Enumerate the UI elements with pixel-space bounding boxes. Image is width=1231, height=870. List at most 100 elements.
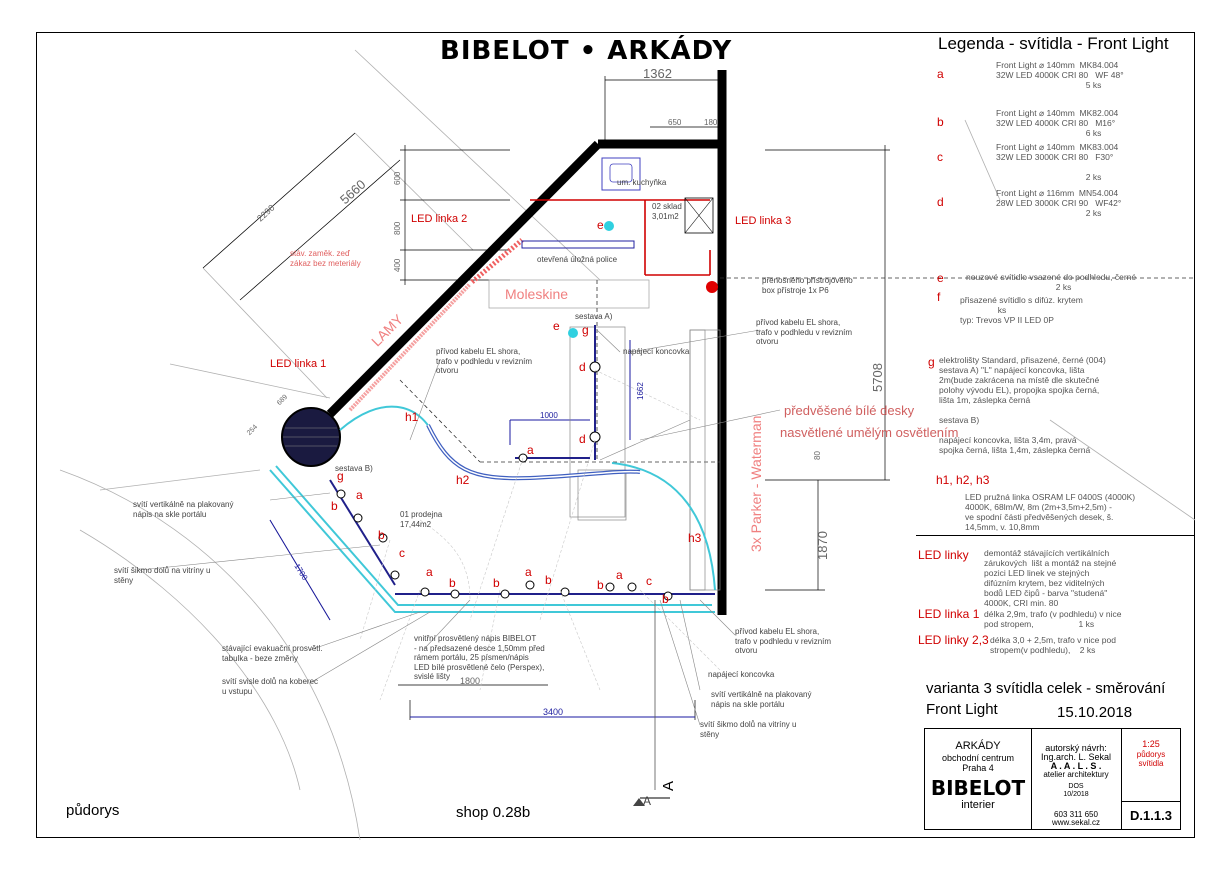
tb-arkady: ARKÁDY (955, 740, 1001, 752)
legend-text-a: Front Light ⌀ 140mm MK84.004 32W LED 400… (996, 60, 1124, 90)
tb-scale: 1:25 (1142, 739, 1160, 749)
plan-a-b3: a (616, 568, 623, 582)
legend-text-h: LED pružná linka OSRAM LF 0400S (4000K) … (965, 492, 1136, 532)
note-sviti-sikmo-2: svítí šikmo dolů na vitríny u stěny (700, 720, 797, 739)
legend-letter-g: g (928, 355, 935, 369)
section-a-marker-left: A (643, 794, 652, 808)
footer-shop: shop 0.28b (456, 804, 531, 821)
note-sviti-vert-1: svítí vertikálně na plakovaný nápis na s… (133, 500, 234, 519)
plan-a-b1: a (426, 565, 433, 579)
note-sestava-a: sestava A) (575, 312, 613, 321)
note-existing-wall: stáv. zaměk. zeď zákaz bez meteriály (290, 249, 361, 268)
tb-phase: DOS (1068, 783, 1084, 790)
note-sviti-svisle: svítí svisle dolů na koberec u vstupu (222, 677, 319, 696)
tb-studio: A . A . L . S . (1050, 761, 1102, 771)
drawing-frame (36, 32, 1195, 838)
moleskine-label: Moleskine (505, 286, 569, 302)
predvesene-desky-label: předvěšené bílé desky (784, 403, 915, 418)
plan-a-b2: a (525, 565, 532, 579)
legend-letter-f: f (937, 290, 941, 304)
plan-b-b3: b (545, 573, 552, 587)
variant-line1: varianta 3 svítidla celek - směrování (926, 680, 1166, 697)
title-block: ARKÁDY obchodní centrum Praha 4 BIBELOT … (924, 728, 1181, 830)
dim-1662: 1662 (636, 382, 645, 400)
note-napajeci-bottom: napájecí koncovka (708, 670, 775, 679)
plan-b-b4: b (597, 578, 604, 592)
legend-divider (916, 535, 1195, 536)
variant-date: 15.10.2018 (1057, 704, 1133, 721)
plan-d-lower: d (579, 432, 586, 446)
plan-a-mid: a (527, 443, 534, 457)
note-sink: um. kuchyňka (617, 178, 667, 187)
plan-h2: h2 (456, 473, 470, 487)
tb-phone: 603 311 650 (1054, 810, 1098, 819)
drawing-title: BIBELOT • ARKÁDY (440, 36, 733, 66)
note-sestava-b: sestava B) (335, 464, 373, 473)
tb-phase-date: 10/2018 (1063, 791, 1089, 798)
legend-led-linky-23-label: LED linky 2,3 (918, 633, 989, 647)
dim-600: 600 (393, 171, 402, 185)
legend-letter-c: c (937, 150, 943, 164)
plan-g-top: g (582, 323, 589, 337)
dim-3400: 3400 (543, 707, 564, 717)
dim-1000: 1000 (540, 411, 558, 420)
tb-city: Praha 4 (962, 763, 994, 773)
legend-text-f: přisazené svítidlo s difúz. krytem ks ty… (960, 295, 1083, 325)
note-sviti-sikmo-1: svítí šikmo dolů na vitríny u stěny (114, 566, 211, 585)
note-vnitrni-napis: vnitřní prosvětlený nápis BIBELOT - na p… (414, 634, 545, 681)
plan-c-b: c (646, 574, 652, 588)
dim-180: 180 (704, 118, 718, 127)
plan-c-left: c (399, 546, 405, 560)
plan-b-b1: b (449, 576, 456, 590)
legend-text-c: Front Light ⌀ 140mm MK83.004 32W LED 300… (996, 142, 1119, 182)
led-linka-2-label: LED linka 2 (411, 213, 468, 225)
variant-line2: Front Light (926, 701, 998, 718)
tb-web: www.sekal.cz (1051, 818, 1100, 827)
note-sviti-vert-2: svítí vertikálně na plakovaný nápis na s… (711, 690, 812, 709)
led-linka-3-label: LED linka 3 (735, 215, 792, 227)
dim-80: 80 (813, 451, 822, 460)
legend-letter-a: a (937, 67, 944, 81)
legend-led-linky-label: LED linky (918, 548, 969, 562)
legend-text-b: Front Light ⌀ 140mm MK82.004 32W LED 400… (996, 108, 1119, 138)
plan-e-top: e (597, 218, 604, 232)
dim-5708: 5708 (870, 363, 885, 392)
legend-letter-d: d (937, 195, 944, 209)
footer-pudorys: půdorys (66, 802, 120, 819)
note-prop-el-bottom: přívod kabelu EL shora, trafo v podhledu… (735, 627, 832, 655)
legend-letter-e: e (937, 271, 944, 285)
nasvetlene-label: nasvětlené umělým osvětlením (780, 425, 959, 440)
parker-waterman-label: 3x Parker - Waterman (748, 415, 764, 552)
note-stavajici-eval: stávající evakuační prosvětl. tabulka - … (222, 644, 323, 663)
note-prodejna: 01 prodejna 17,44m2 (400, 510, 443, 529)
legend-text-g: elektrolišty Standard, přisazené, černé … (939, 355, 1106, 455)
legend-led-linky-23-text: délka 3,0 + 2,5m, trafo v nice pod strop… (990, 635, 1116, 655)
legend-text-e: nouzové svítidlo vsazené do podhledu, če… (966, 272, 1137, 292)
plan-h1: h1 (405, 410, 419, 424)
plan-b-b5: b (662, 592, 669, 606)
led-linka-1-label: LED linka 1 (270, 358, 327, 370)
plan-b-left2: b (378, 528, 385, 542)
tb-author-label: autorský návrh: (1045, 743, 1107, 753)
plan-h3: h3 (688, 531, 702, 545)
plan-e-mid: e (553, 319, 560, 333)
section-a-marker: A (660, 780, 677, 791)
plan-b-b2: b (493, 576, 500, 590)
legend-letter-h: h1, h2, h3 (936, 473, 990, 487)
dim-1870: 1870 (815, 531, 830, 560)
plan-a-left: a (356, 488, 363, 502)
tb-author: Ing.arch. L. Sekal (1040, 752, 1112, 762)
dim-400: 400 (393, 258, 402, 272)
plan-d-upper: d (579, 360, 586, 374)
dim-1800: 1800 (460, 676, 481, 686)
plan-g-left: g (337, 469, 344, 483)
legend-led-linka-1-text: délka 2,9m, trafo (v podhledu) v nice po… (984, 609, 1122, 629)
legend-led-linky-text: demontáž stávajících vertikálních záruko… (984, 548, 1117, 608)
note-napajeci-top: napájecí koncovka (623, 347, 690, 356)
note-prop-el-mid: přívod kabelu EL shora, trafo v podhledu… (756, 318, 853, 346)
legend-text-d: Front Light ⌀ 116mm MN54.004 28W LED 300… (996, 188, 1122, 218)
dim-1362: 1362 (643, 66, 672, 81)
tb-drawing-no: D.1.1.3 (1130, 808, 1172, 823)
note-sklad: 02 sklad 3,01m2 (652, 202, 682, 221)
dim-800: 800 (393, 221, 402, 235)
